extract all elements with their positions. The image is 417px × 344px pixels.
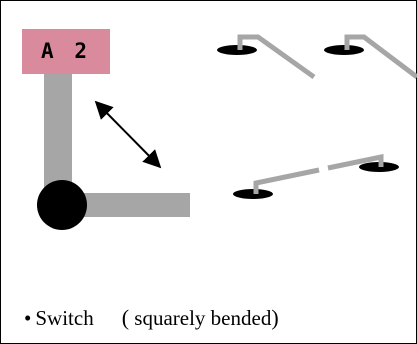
switch-arm-2 [344, 34, 417, 79]
caption-detail: squarely bended [129, 306, 272, 330]
caption: •Switch ( squarely bended) [24, 305, 279, 331]
caption-bullet: • [24, 306, 32, 330]
switch-arm-3a [253, 167, 320, 194]
broken-switch [233, 153, 399, 199]
switch-hole-3 [233, 189, 273, 199]
switch-pivot-dot [37, 180, 87, 230]
switch-arm-3b [327, 153, 384, 171]
angled-switch-1 [217, 34, 316, 80]
angled-switch-2 [324, 34, 417, 79]
caption-name: Switch [35, 306, 94, 330]
switch-arm-1 [237, 34, 316, 80]
bent-switch-rail [37, 74, 190, 230]
label-badge: A 2 [22, 29, 110, 74]
caption-open-paren: ( [121, 305, 130, 330]
caption-close-paren: ) [271, 305, 279, 330]
double-arrow [94, 100, 162, 169]
horizontal-rail-segment [72, 193, 190, 217]
switch-hole-2 [324, 45, 364, 55]
switch-hole-1 [217, 45, 257, 55]
